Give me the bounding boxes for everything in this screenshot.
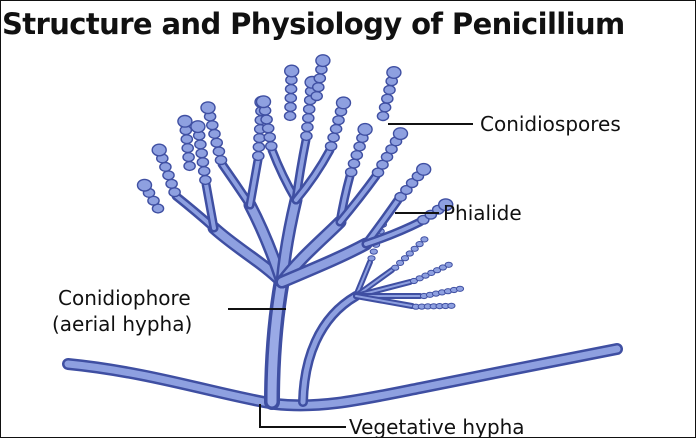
- conidiospore: [163, 171, 174, 180]
- vegetative-hypha: [68, 349, 617, 405]
- conidiospore: [200, 176, 211, 185]
- conidiophore-stalk: [272, 280, 282, 402]
- small-conidiospore: [401, 256, 408, 261]
- conidiospore: [331, 124, 342, 133]
- conidiospore: [261, 115, 272, 124]
- small-conidiospore: [411, 246, 418, 251]
- conidiospore: [326, 142, 337, 151]
- conidiospore: [181, 135, 192, 144]
- conidiospore: [354, 142, 365, 151]
- label-vegetative-hypha: Vegetative hypha: [349, 415, 525, 438]
- conidiospore: [285, 65, 299, 77]
- label-conidiospores: Conidiospores: [480, 112, 621, 136]
- conidiospore: [257, 96, 271, 108]
- conidiospore: [394, 128, 408, 140]
- conidiospore: [384, 86, 395, 95]
- conidiospore: [191, 121, 205, 133]
- conidiospore: [303, 114, 314, 123]
- conidiospore: [199, 167, 210, 176]
- phialide: [272, 150, 296, 200]
- label-aerial-hypha: (aerial hypha): [52, 312, 192, 336]
- conidiospore: [211, 138, 222, 147]
- conidiospore: [209, 130, 220, 139]
- conidiospore: [152, 144, 166, 156]
- conidiospore: [197, 158, 208, 167]
- small-conidiospore: [456, 286, 463, 291]
- conidiospore: [207, 121, 218, 130]
- conidiospore: [301, 132, 312, 141]
- conidiospore: [328, 133, 339, 142]
- conidiospore: [166, 179, 177, 188]
- conidiospore: [183, 153, 194, 162]
- conidiospore: [254, 134, 265, 143]
- conidiospore: [264, 133, 275, 142]
- conidiospore: [285, 112, 296, 121]
- conidiospore: [178, 116, 192, 128]
- label-conidiophore: Conidiophore: [58, 286, 191, 310]
- conidiospore: [382, 94, 393, 103]
- conidiospore: [302, 123, 313, 132]
- small-conidiospore: [370, 249, 377, 254]
- conidiospore: [184, 162, 195, 171]
- conidiospore: [348, 159, 359, 168]
- conidiospore: [286, 85, 297, 94]
- secondary-conidiophore: [303, 296, 356, 402]
- conidiospore: [346, 168, 357, 177]
- small-conidiospore: [392, 265, 399, 270]
- small-conidiospore: [445, 262, 452, 267]
- conidiospore: [266, 142, 277, 151]
- conidiospore: [263, 124, 274, 133]
- conidiospore: [333, 116, 344, 125]
- conidiospore: [195, 140, 206, 149]
- conidiospore: [337, 97, 351, 109]
- conidiospore: [215, 156, 226, 165]
- conidiospore: [253, 152, 264, 161]
- small-conidiospore: [406, 251, 413, 256]
- small-conidiospore: [416, 242, 423, 247]
- conidiospore: [380, 103, 391, 112]
- phialide: [222, 164, 250, 205]
- conidiospore: [285, 103, 296, 112]
- conidiospore: [196, 149, 207, 158]
- conidiospore: [351, 151, 362, 160]
- label-phialide: Phialide: [443, 201, 522, 225]
- small-conidiospore: [397, 260, 404, 265]
- conidiospore: [213, 147, 224, 156]
- conidiospore: [253, 143, 264, 152]
- conidiospore: [138, 179, 152, 191]
- small-conidiospore: [368, 256, 375, 261]
- small-conidiospore: [421, 237, 428, 242]
- conidiospore: [285, 94, 296, 103]
- conidiospore: [182, 144, 193, 153]
- conidiospore: [387, 67, 401, 79]
- conidiospore: [377, 112, 388, 121]
- conidiospore: [316, 55, 330, 67]
- conidiospore: [160, 163, 171, 172]
- conidiospore: [201, 102, 215, 114]
- conidiospore: [313, 83, 324, 92]
- conidiospore: [311, 92, 322, 101]
- conidiospore: [417, 164, 431, 176]
- conidiospore: [358, 124, 372, 136]
- conidiospore: [169, 188, 180, 197]
- conidiospore: [314, 74, 325, 83]
- conidiospore: [304, 105, 315, 114]
- small-conidiospore: [448, 303, 455, 308]
